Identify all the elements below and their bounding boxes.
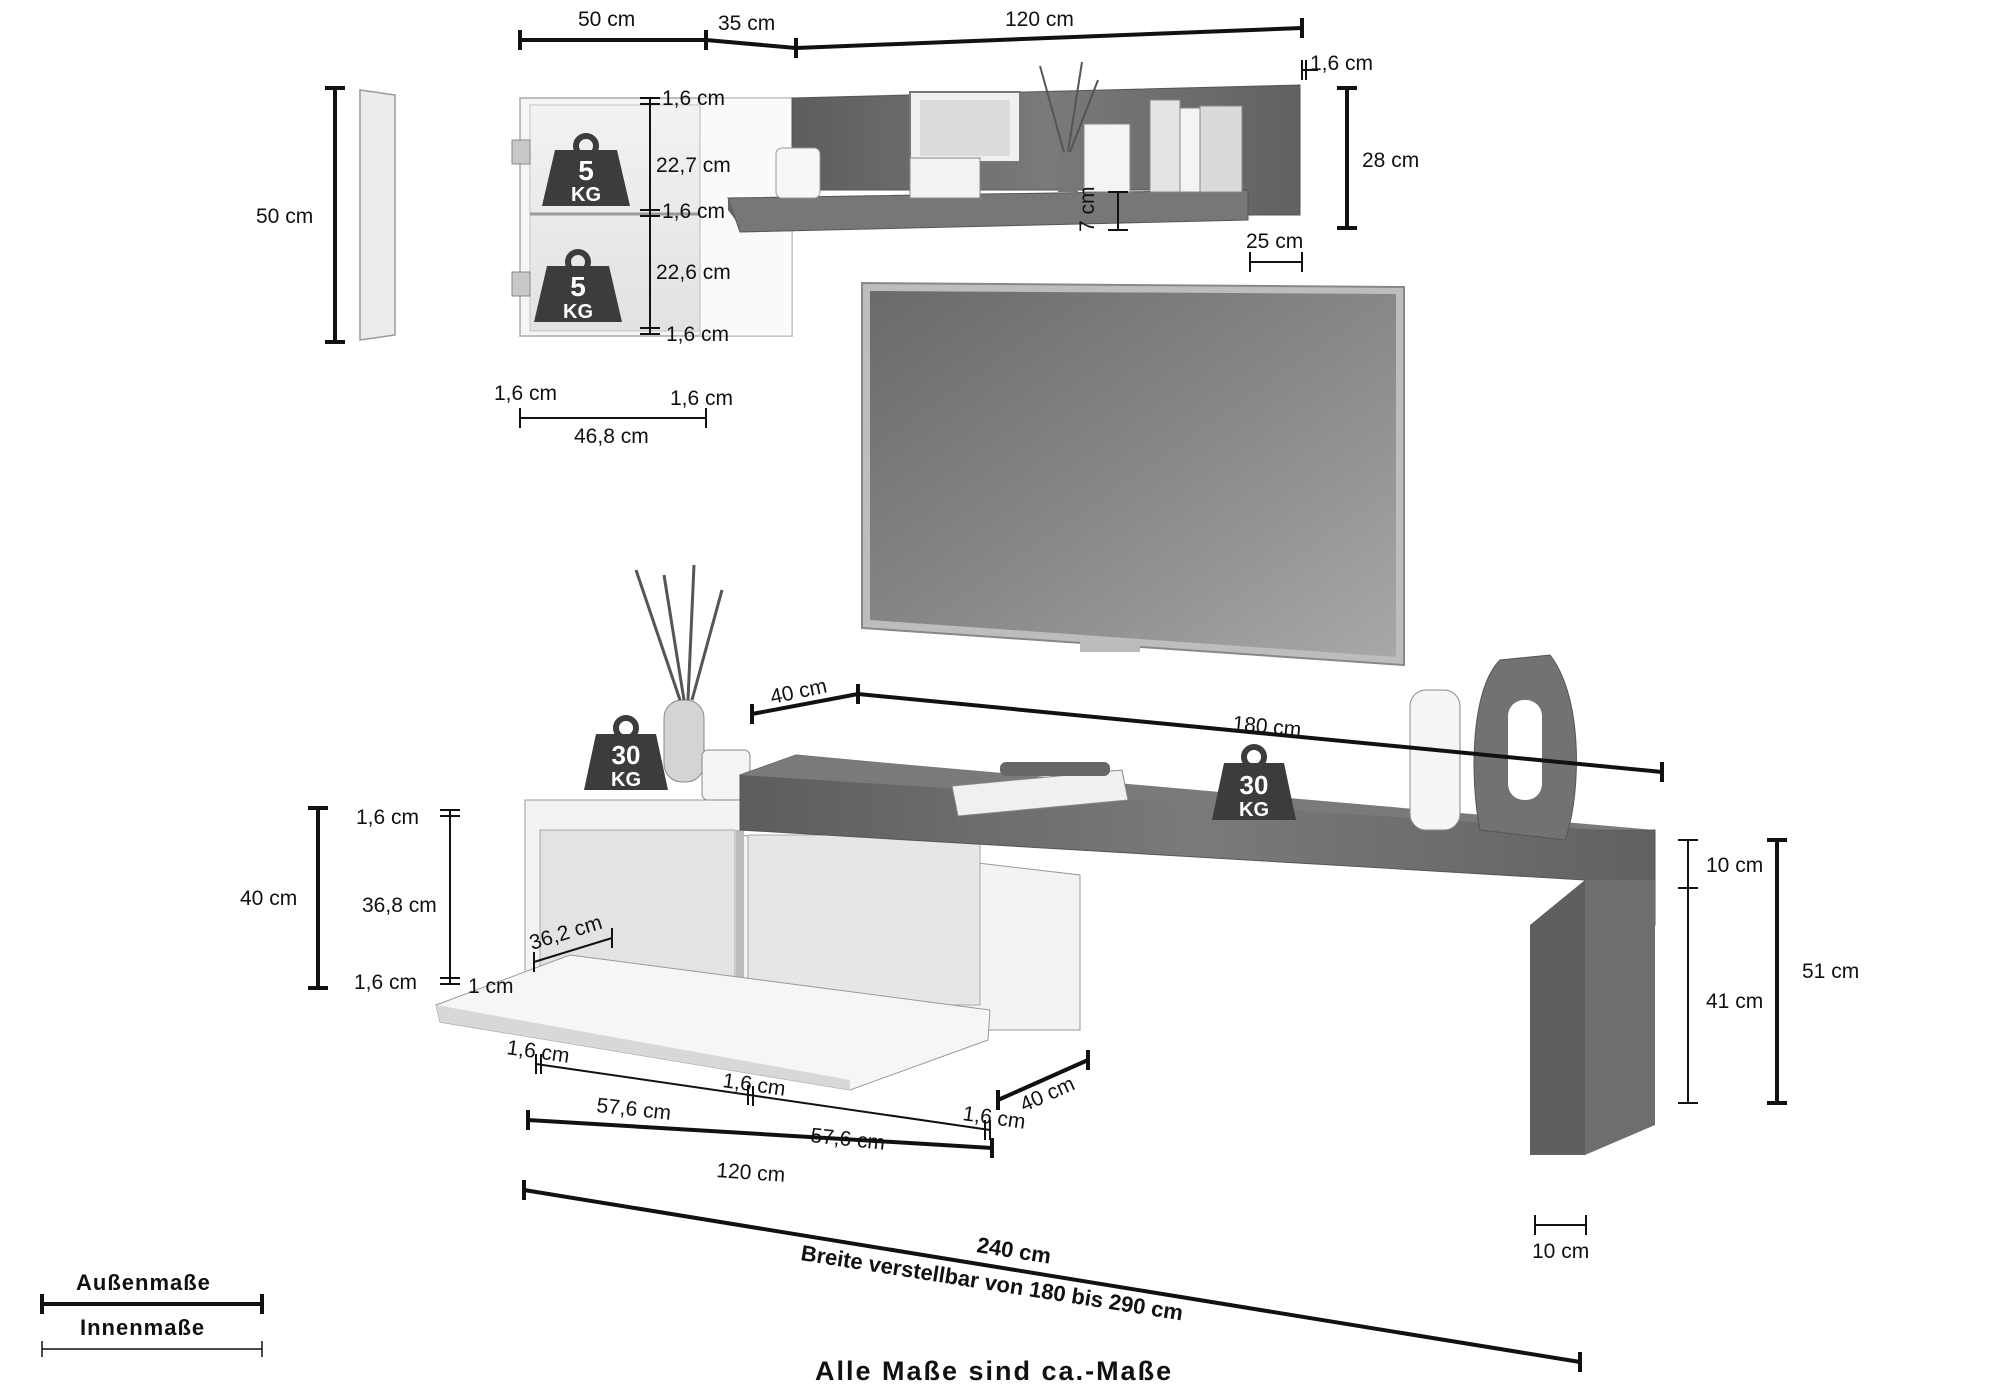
dim-shelf-thickness: 1,6 cm: [1310, 52, 1373, 75]
dim-lowboard-side-top: 1,6 cm: [356, 806, 419, 829]
dim-lowboard-outer-height: 40 cm: [240, 887, 297, 910]
footnote: Alle Maße sind ca.-Maße: [815, 1356, 1173, 1386]
weight-icon-lowboard: 30 KG: [584, 715, 668, 791]
dim-cabinet-side-left: 1,6 cm: [494, 382, 557, 405]
dim-shelf-width: 120 cm: [1005, 8, 1074, 31]
weight-icon-cabinet-bottom: 5 KG: [534, 249, 622, 323]
dim-bridge-top-thickness: 10 cm: [1706, 854, 1763, 877]
dim-lowboard-inner-height: 36,8 cm: [362, 894, 437, 917]
dim-cabinet-upper-inner: 22,7 cm: [656, 154, 731, 177]
dim-total-width: 240 cm: [975, 1232, 1053, 1268]
wall-shelf: [727, 61, 1301, 233]
load-top-unit: KG: [571, 184, 601, 206]
inner-dimension-lines: [440, 60, 1698, 1235]
legend-inner-label: Innenmaße: [80, 1315, 205, 1340]
dim-lowboard-side-bottom: 1,6 cm: [354, 971, 417, 994]
legend-outer-label: Außenmaße: [76, 1270, 211, 1295]
dim-lowboard-compartment-left: 57,6 cm: [595, 1094, 672, 1125]
lowboard-load-number: 30: [612, 740, 641, 770]
dim-bridge-width: 180 cm: [1232, 712, 1303, 741]
load-top-number: 5: [578, 155, 594, 186]
television: [861, 281, 1405, 667]
dim-cabinet-inner-width: 46,8 cm: [574, 425, 649, 448]
outer-dimension-lines: [308, 18, 1787, 1372]
dim-lowboard-compartment-right: 57,6 cm: [809, 1124, 886, 1155]
dim-bridge-leg-width: 10 cm: [1532, 1240, 1589, 1263]
weight-icon-bridge: 30 KG: [1212, 744, 1296, 821]
dim-cabinet-side-right: 1,6 cm: [670, 387, 733, 410]
dim-cabinet-top-board: 1,6 cm: [662, 87, 725, 110]
dim-shelf-board-height: 7 cm: [1076, 186, 1099, 232]
dim-bridge-total-height: 51 cm: [1802, 960, 1859, 983]
dim-lowboard-flap: 1 cm: [468, 975, 514, 998]
lowboard: [435, 564, 1081, 1091]
dim-cabinet-bottom-board: 1,6 cm: [666, 323, 729, 346]
dim-bridge-leg-height: 41 cm: [1706, 990, 1763, 1013]
load-bottom-unit: KG: [563, 301, 593, 323]
dim-cabinet-shelf: 1,6 cm: [662, 200, 725, 223]
dim-cabinet-lower-inner: 22,6 cm: [656, 261, 731, 284]
dim-shelf-depth: 25 cm: [1246, 230, 1303, 253]
dim-shelf-height: 28 cm: [1362, 149, 1419, 172]
dim-cabinet-height: 50 cm: [256, 205, 313, 228]
lowboard-load-unit: KG: [611, 769, 641, 791]
bridge-load-unit: KG: [1239, 799, 1269, 821]
weight-icon-cabinet-top: 5 KG: [542, 133, 630, 206]
load-bottom-number: 5: [570, 271, 586, 302]
bridge-load-number: 30: [1240, 770, 1269, 800]
bridge-table: [739, 654, 1656, 1155]
dim-lowboard-width: 120 cm: [716, 1159, 786, 1187]
dim-lowboard-right-side: 1,6 cm: [961, 1102, 1027, 1134]
dim-cabinet-width: 50 cm: [578, 8, 635, 31]
legend: Außenmaße Innenmaße: [40, 1270, 264, 1357]
dim-shelf-gap: 35 cm: [718, 12, 775, 35]
